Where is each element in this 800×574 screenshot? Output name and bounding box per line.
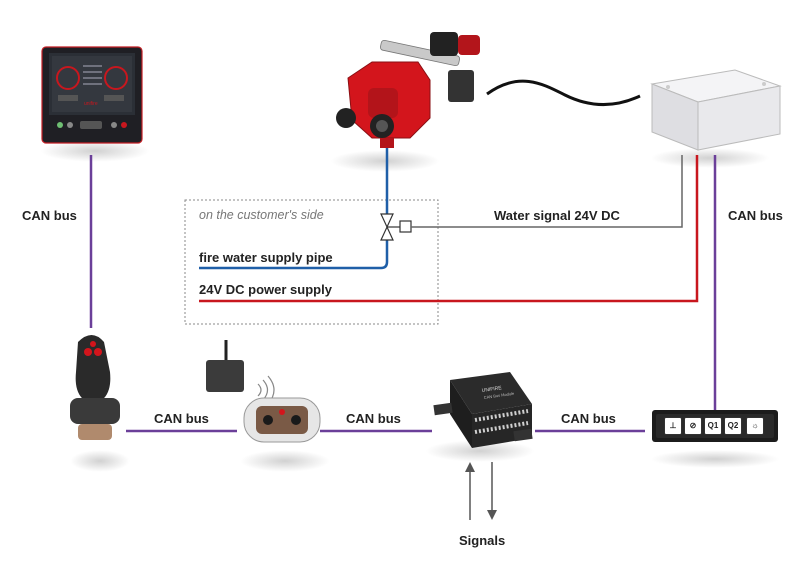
fire-water-pipe-label: fire water supply pipe <box>199 250 333 265</box>
module-brand-text: UNIFIRE <box>481 385 502 394</box>
radio-receiver-device <box>206 340 321 443</box>
valve-icon <box>380 213 412 241</box>
can-bus-label-joystick: CAN bus <box>154 411 209 426</box>
display-shadow <box>40 140 150 162</box>
signals-arrows <box>465 462 497 520</box>
signals-label: Signals <box>459 533 506 548</box>
module-shadow <box>425 440 535 462</box>
can-bus-label-module: CAN bus <box>561 411 616 426</box>
monitor-cable <box>486 79 641 107</box>
panel-button-2[interactable]: ⊘ <box>684 417 702 435</box>
can-bus-label-radio: CAN bus <box>346 411 401 426</box>
water-signal-line <box>411 155 683 228</box>
fire-monitor-device <box>336 32 480 148</box>
joystick-shadow <box>70 450 130 472</box>
customer-side-label: on the customer's side <box>199 208 324 222</box>
can-bus-label-display: CAN bus <box>22 208 77 223</box>
power-supply-line <box>199 155 699 303</box>
water-signal-label: Water signal 24V DC <box>494 208 620 223</box>
junction-box-device <box>650 69 782 151</box>
panel-button-light[interactable]: ☼ <box>746 417 764 435</box>
water-pipe-line <box>199 148 389 270</box>
panel-button-q2[interactable]: Q2 <box>724 417 742 435</box>
module-model-text: CAN Bus Module <box>483 391 515 400</box>
monitor-shadow <box>330 150 440 172</box>
joystick-device <box>70 335 120 440</box>
customer-side-box <box>184 199 439 325</box>
display-device <box>41 46 143 144</box>
display-brand-text: unifire <box>84 101 98 107</box>
panel-shadow <box>650 450 780 468</box>
can-bus-label-box: CAN bus <box>728 208 783 223</box>
radio-receiver-shadow <box>240 450 330 472</box>
junction-box-shadow <box>650 148 770 168</box>
control-module-device: UNIFIRE CAN Bus Module <box>433 372 533 448</box>
panel-button-1[interactable]: ⊥ <box>664 417 682 435</box>
power-supply-label: 24V DC power supply <box>199 282 332 297</box>
panel-button-q1[interactable]: Q1 <box>704 417 722 435</box>
